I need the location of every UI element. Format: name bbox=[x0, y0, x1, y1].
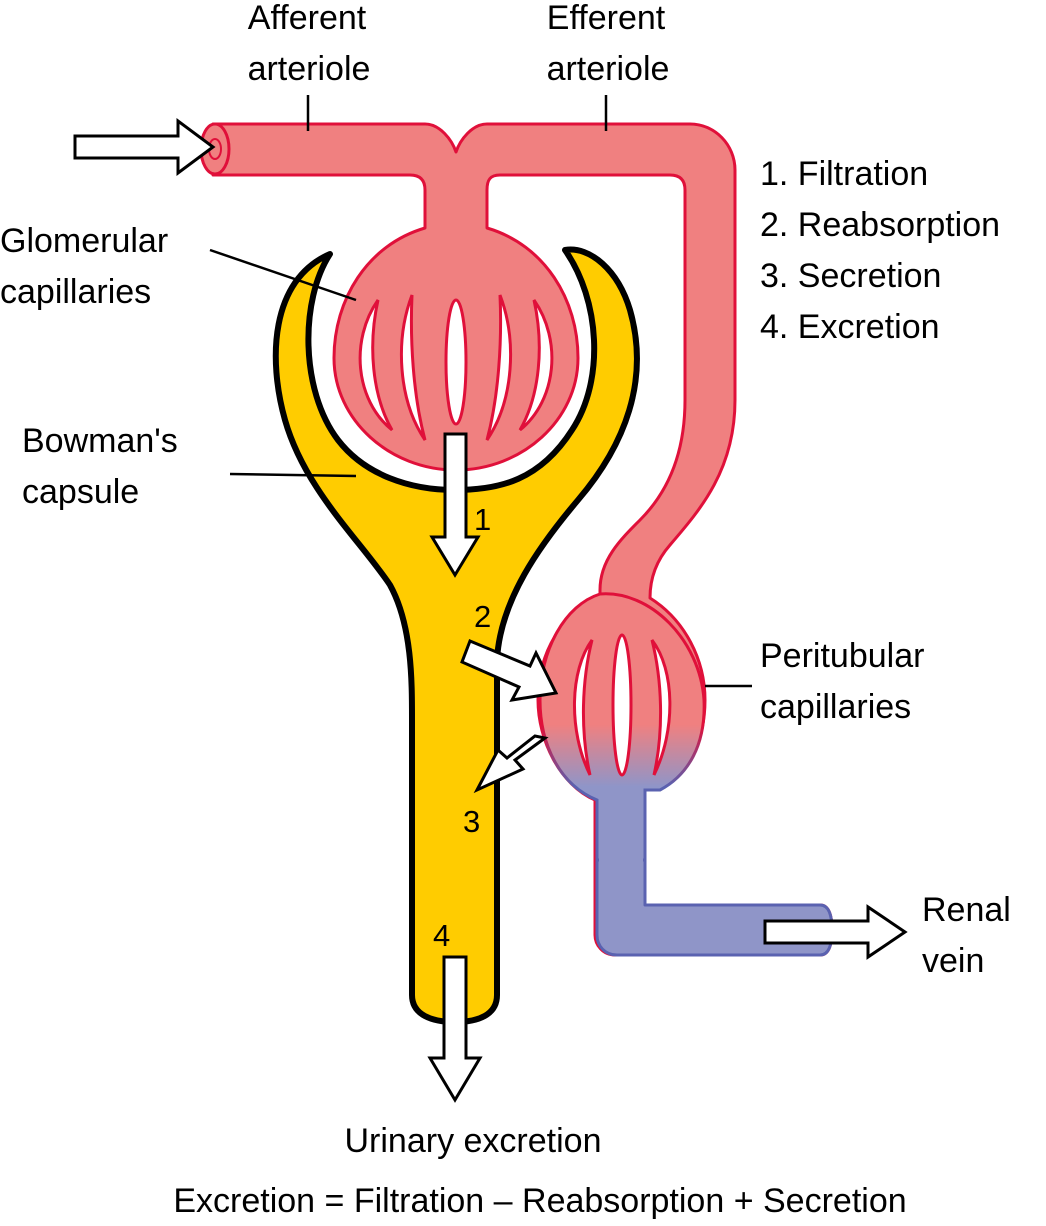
excretion-arrow bbox=[427, 955, 483, 1103]
glomerular-label-line2: capillaries bbox=[0, 273, 151, 311]
marker-1: 1 bbox=[474, 502, 491, 537]
filtration-arrow bbox=[429, 432, 481, 578]
afferent-label-line1: Afferent bbox=[248, 0, 367, 37]
peritubular-label-line2: capillaries bbox=[760, 688, 911, 726]
outflow-arrow bbox=[763, 904, 908, 960]
peritubular-label-line1: Peritubular bbox=[760, 637, 924, 675]
marker-2: 2 bbox=[474, 599, 491, 634]
afferent-label-line2: arteriole bbox=[248, 50, 371, 88]
legend-item-excretion: 4. Excretion bbox=[760, 308, 940, 346]
urinary-excretion-label: Urinary excretion bbox=[345, 1122, 602, 1160]
marker-3: 3 bbox=[463, 804, 480, 839]
leader-lines bbox=[209, 95, 752, 688]
legend-item-filtration: 1. Filtration bbox=[760, 155, 928, 193]
efferent-label-line2: arteriole bbox=[547, 50, 670, 88]
renal-vein-label-line1: Renal bbox=[922, 891, 1011, 929]
legend-item-reabsorption: 2. Reabsorption bbox=[760, 206, 1000, 244]
bowman-label-line1: Bowman's bbox=[22, 422, 178, 460]
vein-joint bbox=[599, 850, 643, 910]
bowman-label-line2: capsule bbox=[22, 473, 139, 511]
glomerular-loops bbox=[358, 294, 554, 441]
efferent-label-line1: Efferent bbox=[547, 0, 666, 37]
glomerular-label-line1: Glomerular bbox=[0, 222, 168, 260]
bowman-leader bbox=[229, 472, 357, 478]
process-legend: 1. Filtration 2. Reabsorption 3. Secreti… bbox=[760, 155, 1000, 346]
secretion-arrow bbox=[473, 734, 549, 794]
peritubular-loops bbox=[572, 633, 672, 777]
glomerular-leader bbox=[209, 248, 357, 302]
marker-4: 4 bbox=[433, 918, 450, 953]
legend-item-secretion: 3. Secretion bbox=[760, 257, 941, 295]
excretion-equation: Excretion = Filtration – Reabsorption + … bbox=[173, 1182, 906, 1220]
inflow-arrow bbox=[73, 118, 216, 176]
renal-vein-label-line2: vein bbox=[922, 942, 984, 980]
reabsorption-arrow bbox=[460, 639, 559, 702]
